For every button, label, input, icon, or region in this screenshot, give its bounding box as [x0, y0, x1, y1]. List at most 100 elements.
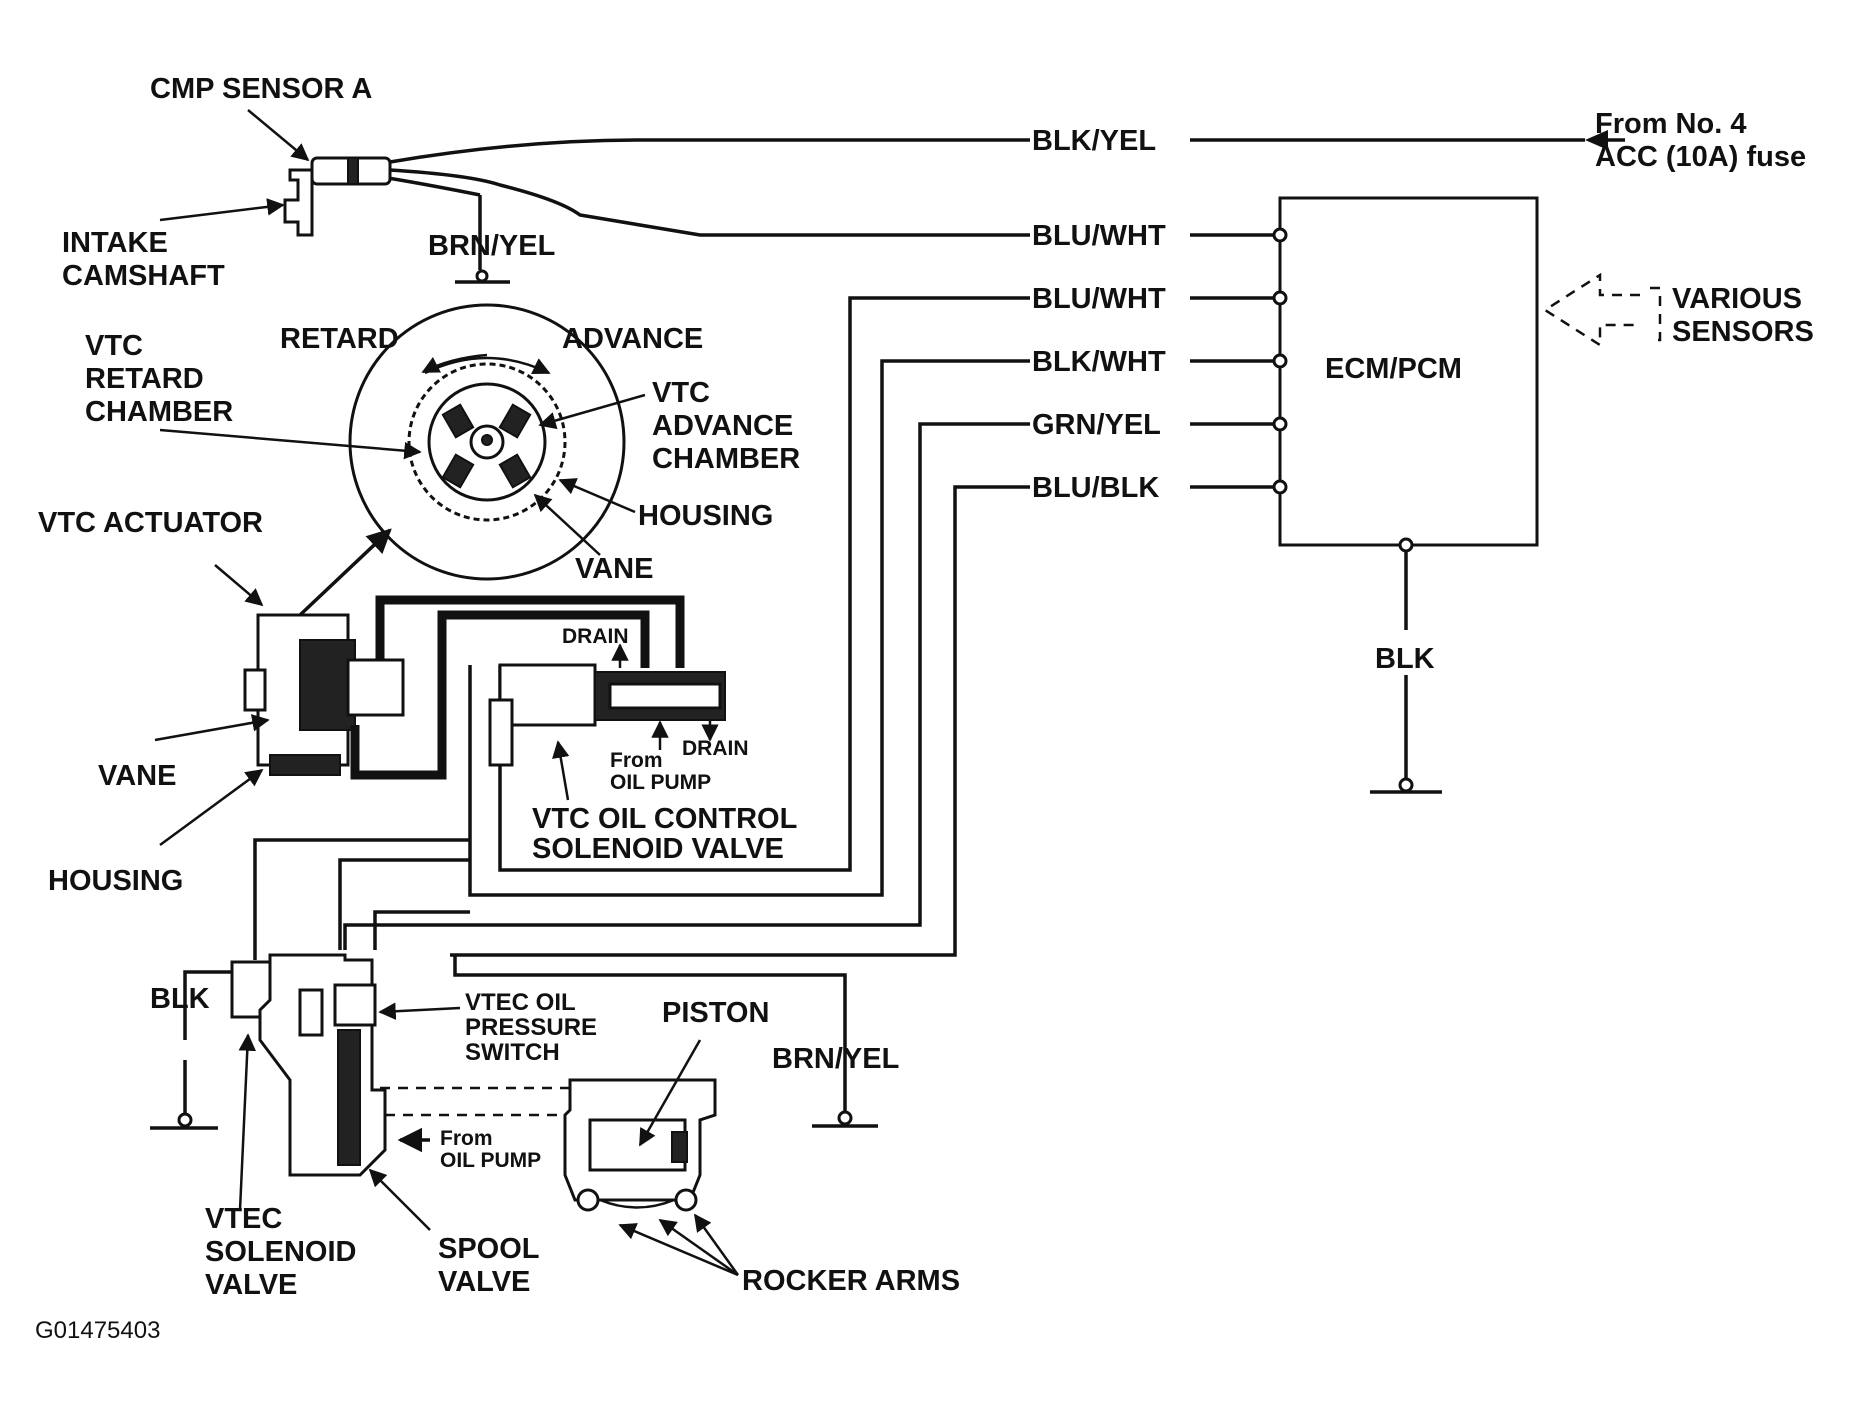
- wire-brn-yel-bottom: [453, 955, 847, 1030]
- label-vtec-ops-2: PRESSURE: [465, 1014, 597, 1041]
- vane-2: [498, 403, 532, 439]
- arrow-housing-left: [159, 768, 264, 847]
- vtc-actuator: [243, 613, 405, 776]
- label-advance: ADVANCE: [562, 323, 703, 355]
- label-various-2: SENSORS: [1672, 316, 1814, 348]
- arrow-rocker-3: [693, 1213, 740, 1276]
- actuator-flange: [243, 668, 267, 712]
- arrow-vane-top: [533, 493, 601, 556]
- vane-3: [441, 453, 475, 489]
- ecm-pcm: [1272, 196, 1539, 794]
- wire-blu-wht-2: [498, 296, 1280, 872]
- label-blk-left: BLK: [150, 983, 210, 1015]
- label-vtc-ocv-2: SOLENOID VALVE: [532, 833, 784, 865]
- arrow-vane-left: [154, 714, 270, 742]
- label-cmp-sensor: CMP SENSOR A: [150, 73, 372, 105]
- label-spool-1: SPOOL: [438, 1233, 540, 1265]
- vtec-pressure-switch: [333, 983, 377, 1027]
- rocker-hole-1: [576, 1188, 600, 1212]
- arrow-housing-top: [558, 478, 636, 514]
- label-blk-yel: BLK/YEL: [1032, 125, 1156, 157]
- vtec-solenoid-valve: [230, 953, 387, 1177]
- oil-line-advance: [350, 610, 650, 780]
- various-sensors-bracket: [1650, 286, 1662, 342]
- wire-grn-yel: [343, 422, 1280, 950]
- label-vtc-ocv-1: VTC OIL CONTROL: [532, 803, 797, 835]
- vane-4: [498, 453, 532, 489]
- arrow-ocv-label: [552, 740, 570, 801]
- ocv-connector: [488, 698, 514, 767]
- vtc-oil-control-valve: [488, 643, 726, 767]
- label-vtc-advance-2: ADVANCE: [652, 410, 793, 442]
- label-housing-top: HOUSING: [638, 500, 773, 532]
- label-vtc-retard-1: VTC: [85, 330, 143, 362]
- wire-brn-yel-top: [387, 176, 481, 197]
- piston-end: [671, 1131, 688, 1163]
- label-figure-id: G01475403: [35, 1317, 160, 1344]
- wire-blk-yel: [389, 138, 1585, 164]
- label-intake-camshaft-2: CAMSHAFT: [62, 260, 225, 292]
- label-from-fuse-2: ACC (10A) fuse: [1595, 141, 1806, 173]
- label-wire-4: GRN/YEL: [1032, 409, 1161, 441]
- label-vane-top: VANE: [575, 553, 653, 585]
- wire-vtec-loop-1: [253, 838, 470, 960]
- wire-blu-wht-sensor: [389, 168, 1280, 237]
- label-vtec-sol-1: VTEC: [205, 1203, 282, 1235]
- arrow-vtc-retard-chamber: [159, 428, 422, 460]
- vane-1: [441, 403, 475, 439]
- vtec-spool: [337, 1029, 361, 1166]
- arrow-spool: [368, 1168, 431, 1231]
- ecm-ground-node: [1398, 777, 1414, 793]
- label-vtec-ops-3: SWITCH: [465, 1039, 560, 1066]
- ecm-pin-5: [1272, 479, 1288, 495]
- actuator-piston: [346, 658, 405, 717]
- vtc-hub-pin: [481, 434, 493, 446]
- arrow-vtec-ops: [378, 1002, 461, 1020]
- label-vane-left: VANE: [98, 760, 176, 792]
- cmp-sensor-band: [347, 157, 359, 185]
- label-rocker-arms: ROCKER ARMS: [742, 1265, 960, 1297]
- arrow-vtc-actuator: [214, 564, 264, 607]
- ground-symbols-bottom: [150, 990, 878, 1130]
- label-wire-5: BLU/BLK: [1032, 472, 1159, 504]
- vtc-housing: [348, 303, 626, 581]
- arrow-intake-camshaft: [159, 198, 285, 222]
- arrow-rocker-1: [618, 1223, 739, 1277]
- label-wire-1: BLU/WHT: [1032, 220, 1166, 252]
- cmp-ground-node: [475, 269, 489, 283]
- label-from-fuse-1: From No. 4: [1595, 108, 1746, 140]
- label-ecm: ECM/PCM: [1325, 353, 1462, 385]
- label-drain-top: DRAIN: [562, 625, 629, 648]
- label-vtc-retard-3: CHAMBER: [85, 396, 233, 428]
- ground-left-node: [177, 1112, 193, 1128]
- label-vtec-sol-3: VALVE: [205, 1269, 297, 1301]
- label-brn-yel-bottom: BRN/YEL: [772, 1043, 899, 1075]
- wire-vtec-loop-2: [338, 858, 470, 950]
- label-vtec-ops-1: VTEC OIL: [465, 989, 576, 1016]
- label-various-1: VARIOUS: [1672, 283, 1802, 315]
- ecm-pin-4: [1272, 416, 1288, 432]
- label-from-oil-pump-2a: From: [440, 1127, 493, 1150]
- vtec-solenoid-coil: [298, 988, 324, 1037]
- label-wire-2: BLU/WHT: [1032, 283, 1166, 315]
- label-retard: RETARD: [280, 323, 399, 355]
- label-from-oil-pump-1b: OIL PUMP: [610, 771, 711, 794]
- label-vtc-actuator: VTC ACTUATOR: [38, 507, 263, 539]
- label-vtc-advance-1: VTC: [652, 377, 710, 409]
- wire-blk-wht: [468, 359, 1280, 897]
- arrow-actuator-to-housing: [298, 528, 392, 617]
- ecm-pin-3: [1272, 353, 1288, 369]
- ecm-pin-1: [1272, 227, 1288, 243]
- wiring: [183, 130, 1625, 1030]
- fuse-arrowhead: [1585, 130, 1608, 150]
- rocker-hole-2: [674, 1188, 698, 1212]
- label-vtec-sol-2: SOLENOID: [205, 1236, 356, 1268]
- arrow-cmp-sensor: [247, 109, 310, 162]
- ecm-ground-pin: [1398, 537, 1414, 553]
- wire-blk-left: [183, 970, 240, 990]
- label-spool-2: VALVE: [438, 1266, 530, 1298]
- ocv-body: [498, 663, 597, 727]
- label-blk-right: BLK: [1375, 643, 1435, 675]
- label-vtc-retard-2: RETARD: [85, 363, 204, 395]
